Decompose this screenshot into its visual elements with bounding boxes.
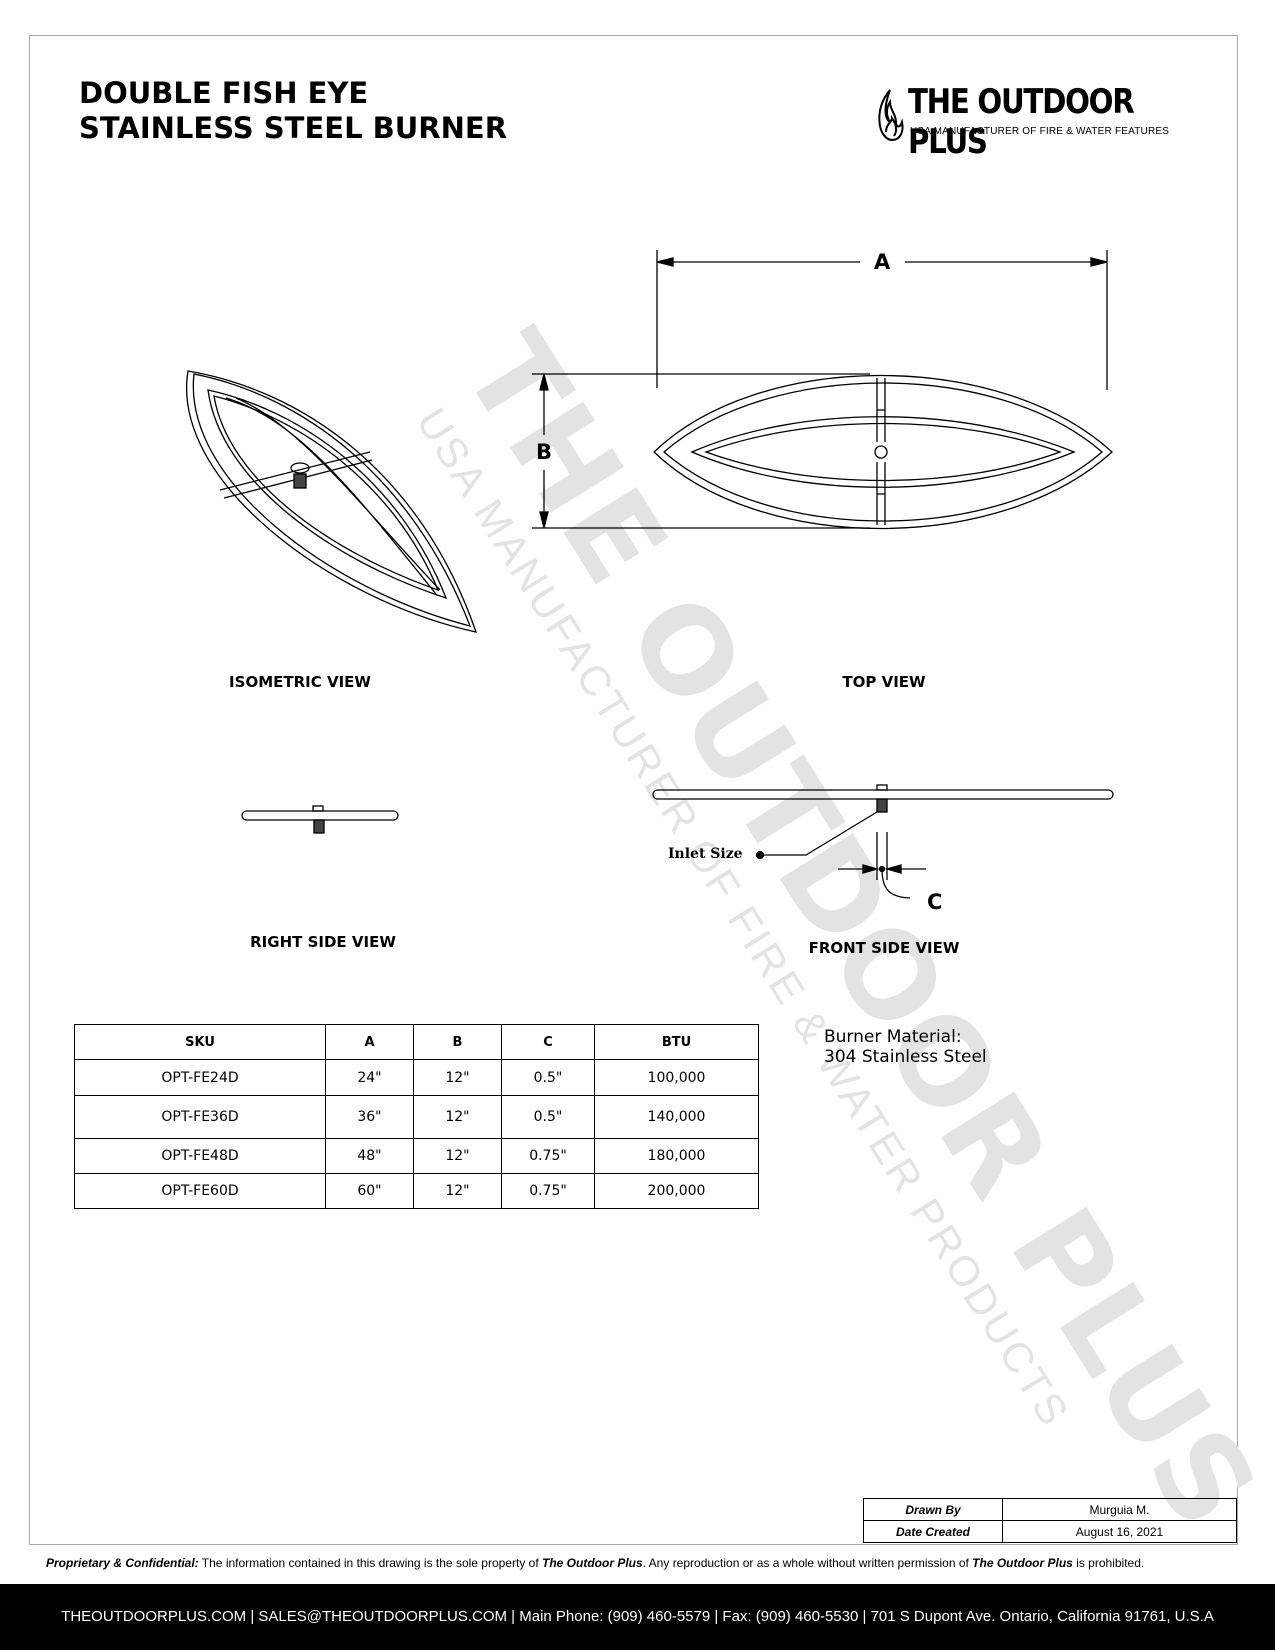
drawing-frame — [29, 35, 1238, 1545]
cell-btu: 180,000 — [594, 1138, 759, 1174]
cell-c: 0.5" — [501, 1095, 595, 1139]
front-side-view-drawing — [652, 784, 1114, 899]
proprietary-notice: Proprietary & Confidential: The informat… — [46, 1556, 1145, 1570]
cell-b: 12" — [413, 1059, 502, 1096]
isometric-view-label: ISOMETRIC VIEW — [229, 673, 371, 691]
front-side-view-label: FRONT SIDE VIEW — [808, 939, 960, 957]
top-view-label: TOP VIEW — [842, 673, 926, 691]
cell-b: 12" — [413, 1173, 502, 1209]
dimension-c-label: C — [927, 890, 943, 914]
cell-a: 60" — [325, 1173, 414, 1209]
cell-btu: 140,000 — [594, 1095, 759, 1139]
col-header-btu: BTU — [594, 1024, 759, 1060]
cell-a: 36" — [325, 1095, 414, 1139]
cell-c: 0.75" — [501, 1173, 595, 1209]
right-side-view-drawing — [241, 805, 399, 834]
col-header-b: B — [413, 1024, 502, 1060]
cell-c: 0.75" — [501, 1138, 595, 1174]
cell-sku: OPT-FE24D — [74, 1059, 326, 1096]
dimension-a-label: A — [874, 250, 891, 274]
isometric-view-drawing — [185, 370, 477, 633]
cell-sku: OPT-FE48D — [74, 1138, 326, 1174]
footer-bar: THEOUTDOORPLUS.COM | SALES@THEOUTDOORPLU… — [0, 1584, 1275, 1650]
drawn-by-value: Murguia M. — [1002, 1498, 1237, 1521]
inlet-size-label: Inlet Size — [668, 846, 743, 862]
cell-b: 12" — [413, 1095, 502, 1139]
drawn-by-label: Drawn By — [863, 1498, 1003, 1521]
col-header-c: C — [501, 1024, 595, 1060]
page-title: DOUBLE FISH EYE STAINLESS STEEL BURNER — [79, 76, 508, 145]
company-logo: THE OUTDOOR PLUS USA MANUFACTURER OF FIR… — [876, 82, 1186, 162]
date-created-label: Date Created — [863, 1520, 1003, 1543]
cell-a: 48" — [325, 1138, 414, 1174]
date-created-value: August 16, 2021 — [1002, 1520, 1237, 1543]
cell-btu: 200,000 — [594, 1173, 759, 1209]
cell-btu: 100,000 — [594, 1059, 759, 1096]
top-view-drawing — [532, 250, 1113, 530]
cell-a: 24" — [325, 1059, 414, 1096]
dimension-b-label: B — [536, 440, 553, 464]
table-header-row: SKU A B C BTU — [74, 1024, 759, 1060]
cell-sku: OPT-FE60D — [74, 1173, 326, 1209]
cell-c: 0.5" — [501, 1059, 595, 1096]
col-header-sku: SKU — [74, 1024, 326, 1060]
cell-b: 12" — [413, 1138, 502, 1174]
col-header-a: A — [325, 1024, 414, 1060]
flame-icon — [878, 89, 904, 142]
footer-contact-info: THEOUTDOORPLUS.COM | SALES@THEOUTDOORPLU… — [61, 1608, 1214, 1625]
burner-material: Burner Material: 304 Stainless Steel — [824, 1027, 987, 1067]
right-side-view-label: RIGHT SIDE VIEW — [250, 933, 396, 951]
cell-sku: OPT-FE36D — [74, 1095, 326, 1139]
